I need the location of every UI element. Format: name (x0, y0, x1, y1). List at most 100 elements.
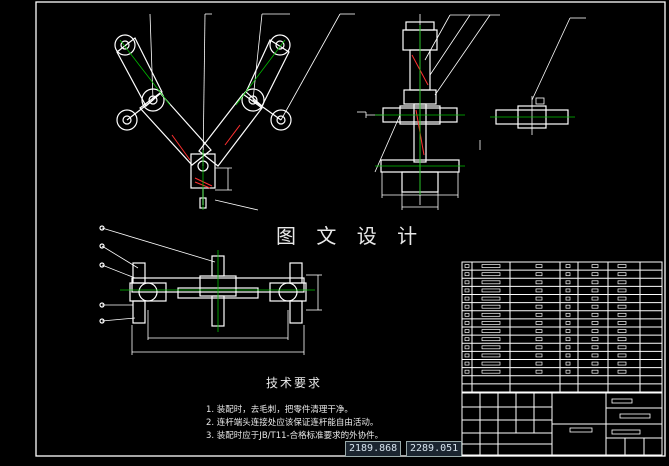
parts-cell-mark (535, 353, 543, 358)
parts-cell-mark (591, 280, 599, 285)
parts-cell-mark (617, 264, 627, 268)
parts-cell-mark (565, 288, 571, 293)
parts-cell-mark (565, 329, 571, 333)
parts-cell-mark (591, 312, 599, 317)
parts-cell-mark (535, 296, 543, 301)
parts-list-table (461, 261, 663, 393)
parts-cell-mark (464, 272, 470, 277)
parts-cell-mark (565, 369, 571, 374)
v-linkage-view (114, 13, 355, 211)
parts-cell-mark (617, 321, 627, 325)
parts-cell-mark (565, 296, 571, 301)
parts-cell-mark (617, 304, 627, 309)
parts-cell-mark (565, 312, 571, 317)
coordinate-y-readout: 2289.051 (406, 441, 463, 457)
parts-cell-mark (591, 361, 599, 366)
parts-cell-mark (591, 264, 599, 268)
shaft-assembly-view (357, 14, 500, 210)
parts-cell-mark (464, 329, 470, 333)
technical-requirements-notes: 1. 装配时，去毛刺，把零件清理干净。 2. 连杆端头连接处应该保证连杆能自由活… (206, 404, 383, 443)
parts-cell-mark (535, 329, 543, 333)
parts-cell-mark (591, 296, 599, 301)
parts-cell-mark (535, 288, 543, 293)
shaft-centerline (375, 25, 465, 195)
parts-cell-mark (535, 264, 543, 268)
v-linkage-centerlines (119, 39, 286, 210)
parts-cell-mark (464, 369, 470, 374)
parts-cell-mark (591, 288, 599, 293)
parts-cell-mark (591, 329, 599, 333)
parts-cell-mark (464, 304, 470, 309)
parts-cell-mark (481, 353, 501, 358)
parts-cell-mark (481, 369, 501, 374)
parts-cell-mark (481, 345, 501, 350)
drawing-watermark: 图 文 设 计 (276, 224, 425, 248)
parts-cell-mark (565, 321, 571, 325)
parts-cell-mark (464, 280, 470, 285)
parts-cell-mark (481, 304, 501, 309)
parts-cell-mark (481, 280, 501, 285)
parts-cell-mark (617, 296, 627, 301)
parts-cell-mark (617, 337, 627, 342)
parts-cell-mark (617, 272, 627, 277)
parts-cell-mark (591, 337, 599, 342)
parts-cell-mark (617, 361, 627, 366)
parts-cell-mark (481, 264, 501, 268)
parts-cell-mark (535, 337, 543, 342)
parts-cell-mark (535, 280, 543, 285)
parts-cell-mark (617, 280, 627, 285)
parts-cell-mark (591, 304, 599, 309)
parts-cell-mark (565, 272, 571, 277)
parts-cell-mark (481, 272, 501, 277)
detail-part-view (495, 17, 586, 135)
parts-cell-mark (617, 329, 627, 333)
parts-cell-mark (535, 304, 543, 309)
parts-cell-mark (565, 361, 571, 366)
parts-cell-mark (535, 345, 543, 350)
note-item: 2. 连杆端头连接处应该保证连杆能自由活动。 (206, 418, 379, 428)
parts-cell-mark (481, 337, 501, 342)
v-linkage-highlight (171, 124, 241, 189)
parts-cell-mark (481, 312, 501, 317)
coordinate-x-readout: 2189.868 (345, 441, 402, 457)
horizontal-assembly-centerline (120, 250, 315, 332)
parts-cell-mark (481, 361, 501, 366)
parts-cell-mark (464, 312, 470, 317)
parts-cell-mark (464, 264, 470, 268)
parts-cell-mark (565, 345, 571, 350)
parts-cell-mark (481, 329, 501, 333)
parts-cell-mark (565, 280, 571, 285)
parts-cell-mark (535, 361, 543, 366)
parts-cell-mark (535, 272, 543, 277)
parts-list-rows (462, 264, 662, 385)
note-item: 3. 装配时应于JB/T11-合格标准要求的外协件。 (206, 431, 384, 441)
parts-cell-mark (591, 321, 599, 325)
parts-cell-mark (617, 369, 627, 374)
parts-cell-mark (481, 296, 501, 301)
parts-cell-mark (464, 321, 470, 325)
parts-cell-mark (565, 304, 571, 309)
parts-cell-mark (481, 288, 501, 293)
parts-cell-mark (617, 345, 627, 350)
parts-cell-mark (591, 353, 599, 358)
parts-cell-mark (565, 353, 571, 358)
parts-cell-mark (617, 288, 627, 293)
parts-cell-mark (464, 353, 470, 358)
parts-cell-mark (591, 345, 599, 350)
parts-cell-mark (565, 264, 571, 268)
parts-cell-mark (535, 312, 543, 317)
parts-cell-mark (464, 288, 470, 293)
parts-cell-mark (591, 272, 599, 277)
parts-cell-mark (481, 321, 501, 325)
note-item: 1. 装配时，去毛刺，把零件清理干净。 (206, 405, 353, 415)
parts-cell-mark (464, 296, 470, 301)
technical-requirements-title: 技术要求 (266, 376, 323, 390)
parts-cell-mark (617, 353, 627, 358)
parts-cell-mark (591, 369, 599, 374)
parts-cell-mark (464, 337, 470, 342)
parts-cell-mark (565, 337, 571, 342)
parts-cell-mark (535, 321, 543, 325)
title-block (461, 392, 663, 456)
parts-cell-mark (535, 369, 543, 374)
